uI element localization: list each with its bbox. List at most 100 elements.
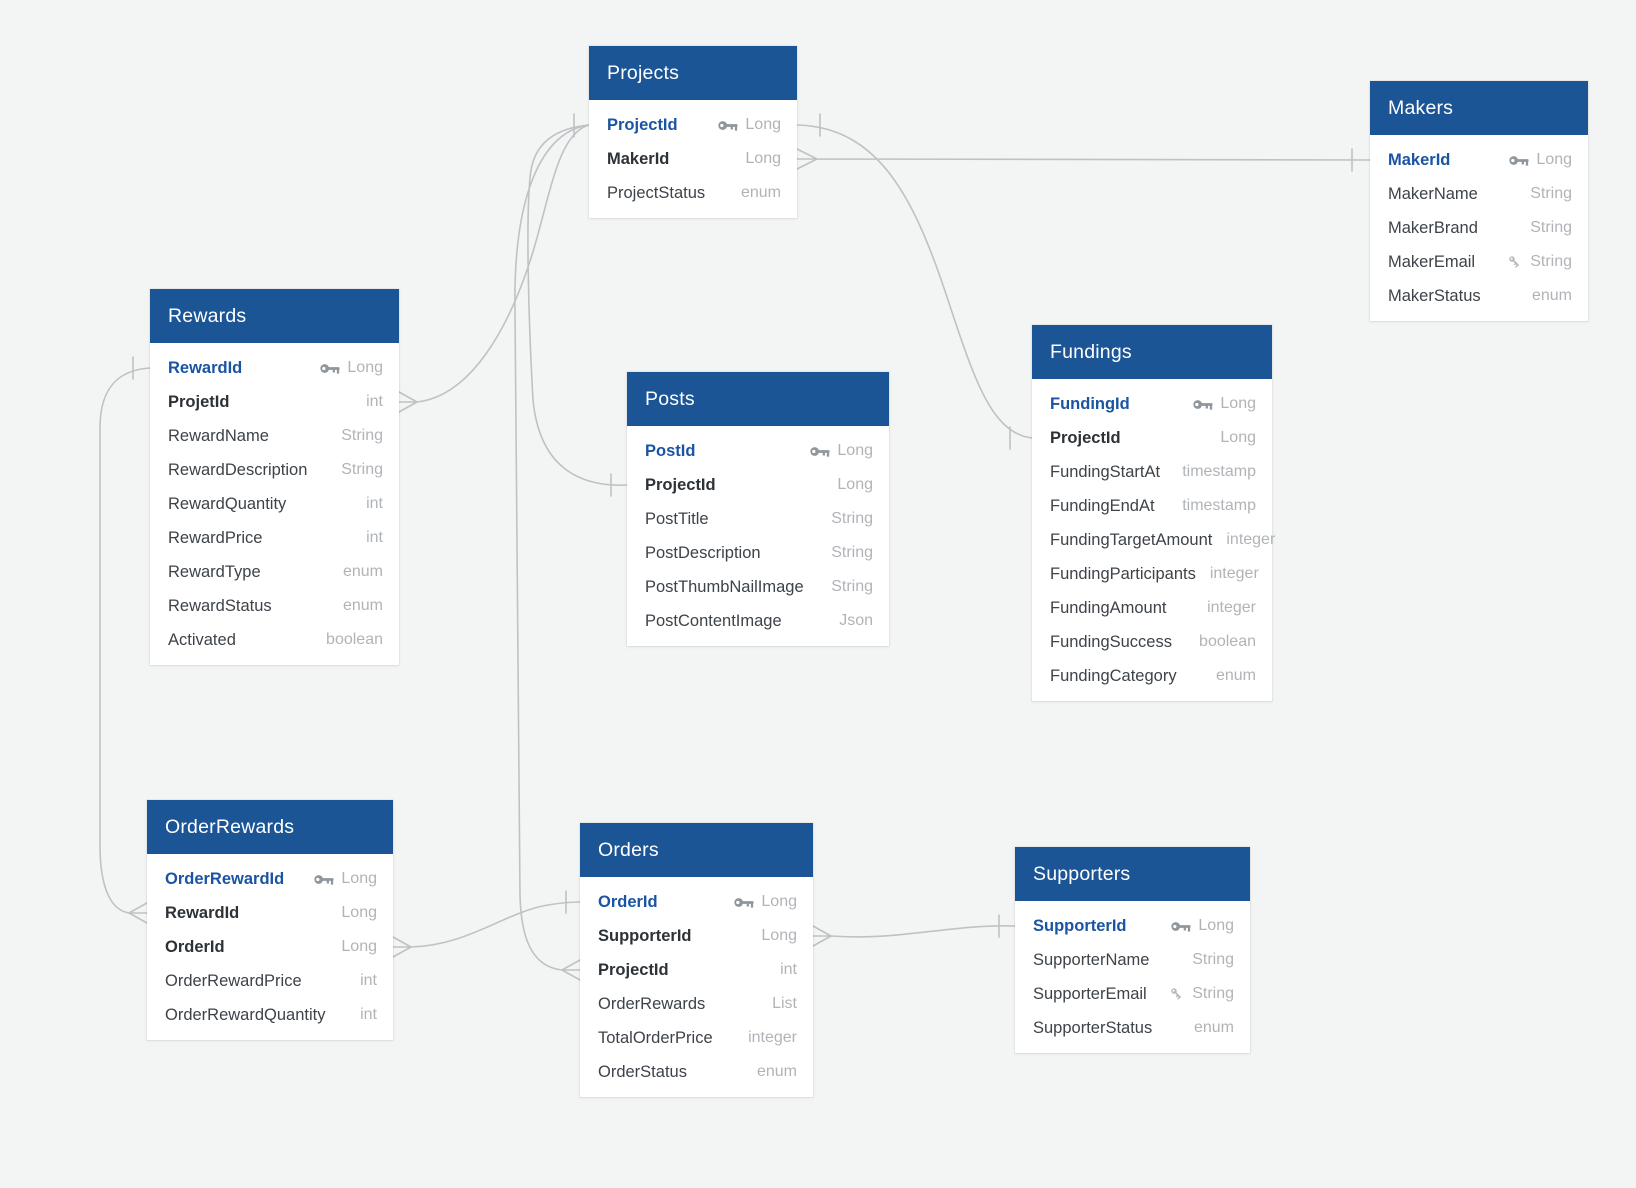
field-type: boolean xyxy=(326,631,383,648)
field-row-supporteremail[interactable]: SupporterEmail String xyxy=(1015,977,1250,1011)
relation-orders-projects[interactable] xyxy=(514,124,590,981)
relation-orderrewards-orders[interactable] xyxy=(392,890,581,958)
relation-orders-supporters[interactable] xyxy=(812,914,1016,947)
relation-rewards-projects[interactable] xyxy=(398,113,590,413)
field-row-projectid[interactable]: ProjectId Long xyxy=(589,108,797,142)
field-type: Long xyxy=(1220,395,1256,412)
table-title: Fundings xyxy=(1050,340,1132,363)
field-name: MakerName xyxy=(1388,184,1478,203)
relation-projects-makers[interactable] xyxy=(796,148,1371,172)
field-type: integer xyxy=(748,1029,797,1046)
field-row-makerid[interactable]: MakerId Long xyxy=(1370,143,1588,177)
field-name: RewardId xyxy=(165,903,240,922)
field-type: Long xyxy=(341,870,377,887)
table-header[interactable]: Makers xyxy=(1370,81,1588,135)
field-name: Activated xyxy=(168,630,236,649)
field-name: PostThumbNailImage xyxy=(645,577,804,596)
table-header[interactable]: OrderRewards xyxy=(147,800,393,854)
relation-projects-fundings[interactable] xyxy=(796,113,1033,450)
relation-rewards-orderrewards[interactable] xyxy=(99,356,151,924)
field-name: ProjectId xyxy=(607,115,678,134)
table-header[interactable]: Posts xyxy=(627,372,889,426)
unique-key-icon xyxy=(1506,254,1523,271)
table-header[interactable]: Projects xyxy=(589,46,797,100)
field-type: Long xyxy=(837,442,873,459)
field-name: OrderRewardId xyxy=(165,869,285,888)
field-name: RewardStatus xyxy=(168,596,272,615)
relation-posts-projects[interactable] xyxy=(527,124,628,497)
field-name: FundingTargetAmount xyxy=(1050,530,1213,549)
field-row-fundingid[interactable]: FundingId Long xyxy=(1032,387,1272,421)
field-row-rewardid[interactable]: RewardId Long xyxy=(150,351,399,385)
primary-key-icon xyxy=(1193,398,1213,411)
field-row-activated[interactable]: Activated boolean xyxy=(150,623,399,657)
field-row-orderid[interactable]: OrderId Long xyxy=(580,885,813,919)
field-row-orderrewardid[interactable]: OrderRewardId Long xyxy=(147,862,393,896)
field-row-postid[interactable]: PostId Long xyxy=(627,434,889,468)
field-name: ProjectId xyxy=(598,960,669,979)
field-row-supporterid[interactable]: SupporterId Long xyxy=(1015,909,1250,943)
table-header[interactable]: Supporters xyxy=(1015,847,1250,901)
field-row-makeremail[interactable]: MakerEmail String xyxy=(1370,245,1588,279)
field-row-rewardid[interactable]: RewardId Long xyxy=(147,896,393,930)
field-name: PostDescription xyxy=(645,543,761,562)
field-type: enum xyxy=(342,563,383,580)
table-header[interactable]: Rewards xyxy=(150,289,399,343)
field-type: List xyxy=(772,995,797,1012)
table-header[interactable]: Orders xyxy=(580,823,813,877)
field-type: Long xyxy=(341,904,377,921)
field-type: String xyxy=(831,510,873,527)
field-name: RewardQuantity xyxy=(168,494,287,513)
field-type: integer xyxy=(1207,599,1256,616)
table-header[interactable]: Fundings xyxy=(1032,325,1272,379)
